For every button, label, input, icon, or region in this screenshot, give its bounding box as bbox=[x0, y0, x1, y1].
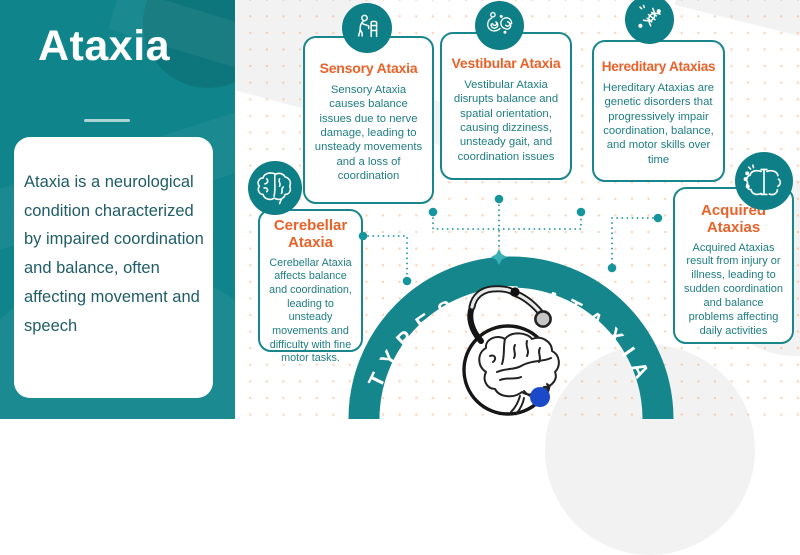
description-card: Ataxia is a neurological condition chara… bbox=[14, 137, 213, 398]
inner-ear-spirals-icon bbox=[475, 1, 524, 50]
card-sensory-ataxia: Sensory Ataxia Sensory Ataxia causes bal… bbox=[303, 36, 434, 204]
brain-icon bbox=[248, 161, 302, 215]
description-text: Ataxia is a neurological condition chara… bbox=[24, 173, 204, 335]
card-vestibular-ataxia: Vestibular Ataxia Vestibular Ataxia disr… bbox=[440, 32, 572, 180]
card-title: Sensory Ataxia bbox=[319, 60, 418, 76]
card-title: Hereditary Ataxias bbox=[601, 59, 716, 74]
card-title: Cerebellar Ataxia bbox=[273, 217, 348, 252]
dna-strand-icon bbox=[625, 0, 674, 44]
card-body: Cerebellar Ataxia affects balance and co… bbox=[269, 256, 352, 365]
card-acquired-ataxias: Acquired Ataxias Acquired Ataxias result… bbox=[673, 187, 794, 344]
title-divider bbox=[84, 119, 130, 122]
page-title: Ataxia bbox=[38, 22, 171, 70]
brain-neurons-icon bbox=[735, 152, 793, 210]
card-cerebellar-ataxia: Cerebellar Ataxia Cerebellar Ataxia affe… bbox=[258, 209, 363, 364]
person-with-walker-icon bbox=[342, 3, 392, 53]
card-body: Acquired Ataxias result from injury or i… bbox=[683, 241, 784, 338]
card-body: Vestibular Ataxia disrupts balance and s… bbox=[453, 79, 559, 163]
card-title: Vestibular Ataxia bbox=[451, 55, 561, 71]
left-panel: Ataxia Ataxia is a neurological conditio… bbox=[0, 0, 235, 419]
card-body: Hereditary Ataxias are genetic disorders… bbox=[602, 82, 715, 166]
card-hereditary-ataxias: Hereditary Ataxias Hereditary Ataxias ar… bbox=[592, 40, 725, 182]
card-body: Sensory Ataxia causes balance issues due… bbox=[314, 84, 423, 183]
